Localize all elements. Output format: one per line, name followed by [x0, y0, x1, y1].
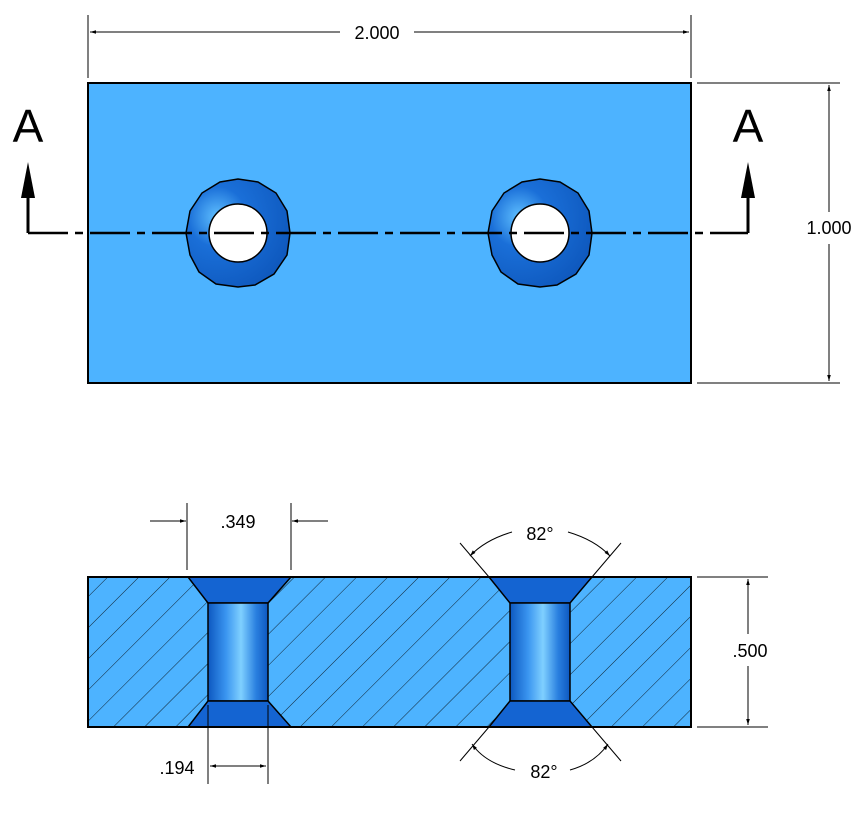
top-view: A A 2.000 1.000	[13, 15, 852, 384]
hole-diameter-dimension	[207, 705, 269, 784]
angle-dimension-bottom	[459, 726, 622, 771]
thickness-text: .500	[732, 641, 767, 661]
height-dimension	[697, 82, 840, 384]
thickness-dimension	[697, 576, 768, 728]
section-label-left: A	[13, 100, 44, 152]
section-label-right: A	[733, 100, 764, 152]
height-dimension-text: 1.000	[806, 218, 851, 238]
section-hole-1	[186, 576, 293, 728]
countersink-diameter-text: .349	[220, 512, 255, 532]
angle-bottom-text: 82°	[530, 762, 557, 782]
plate-section	[87, 576, 692, 728]
arrow-up-icon	[21, 162, 35, 198]
angle-dimension-top	[459, 531, 622, 578]
width-dimension-text: 2.000	[354, 23, 399, 43]
hole-diameter-text: .194	[159, 758, 194, 778]
section-view: .349 .194 .500 82°	[87, 503, 768, 784]
angle-top-text: 82°	[526, 524, 553, 544]
arrow-up-icon	[741, 162, 755, 198]
countersink-diameter-dimension	[150, 503, 328, 570]
width-dimension	[87, 15, 692, 78]
